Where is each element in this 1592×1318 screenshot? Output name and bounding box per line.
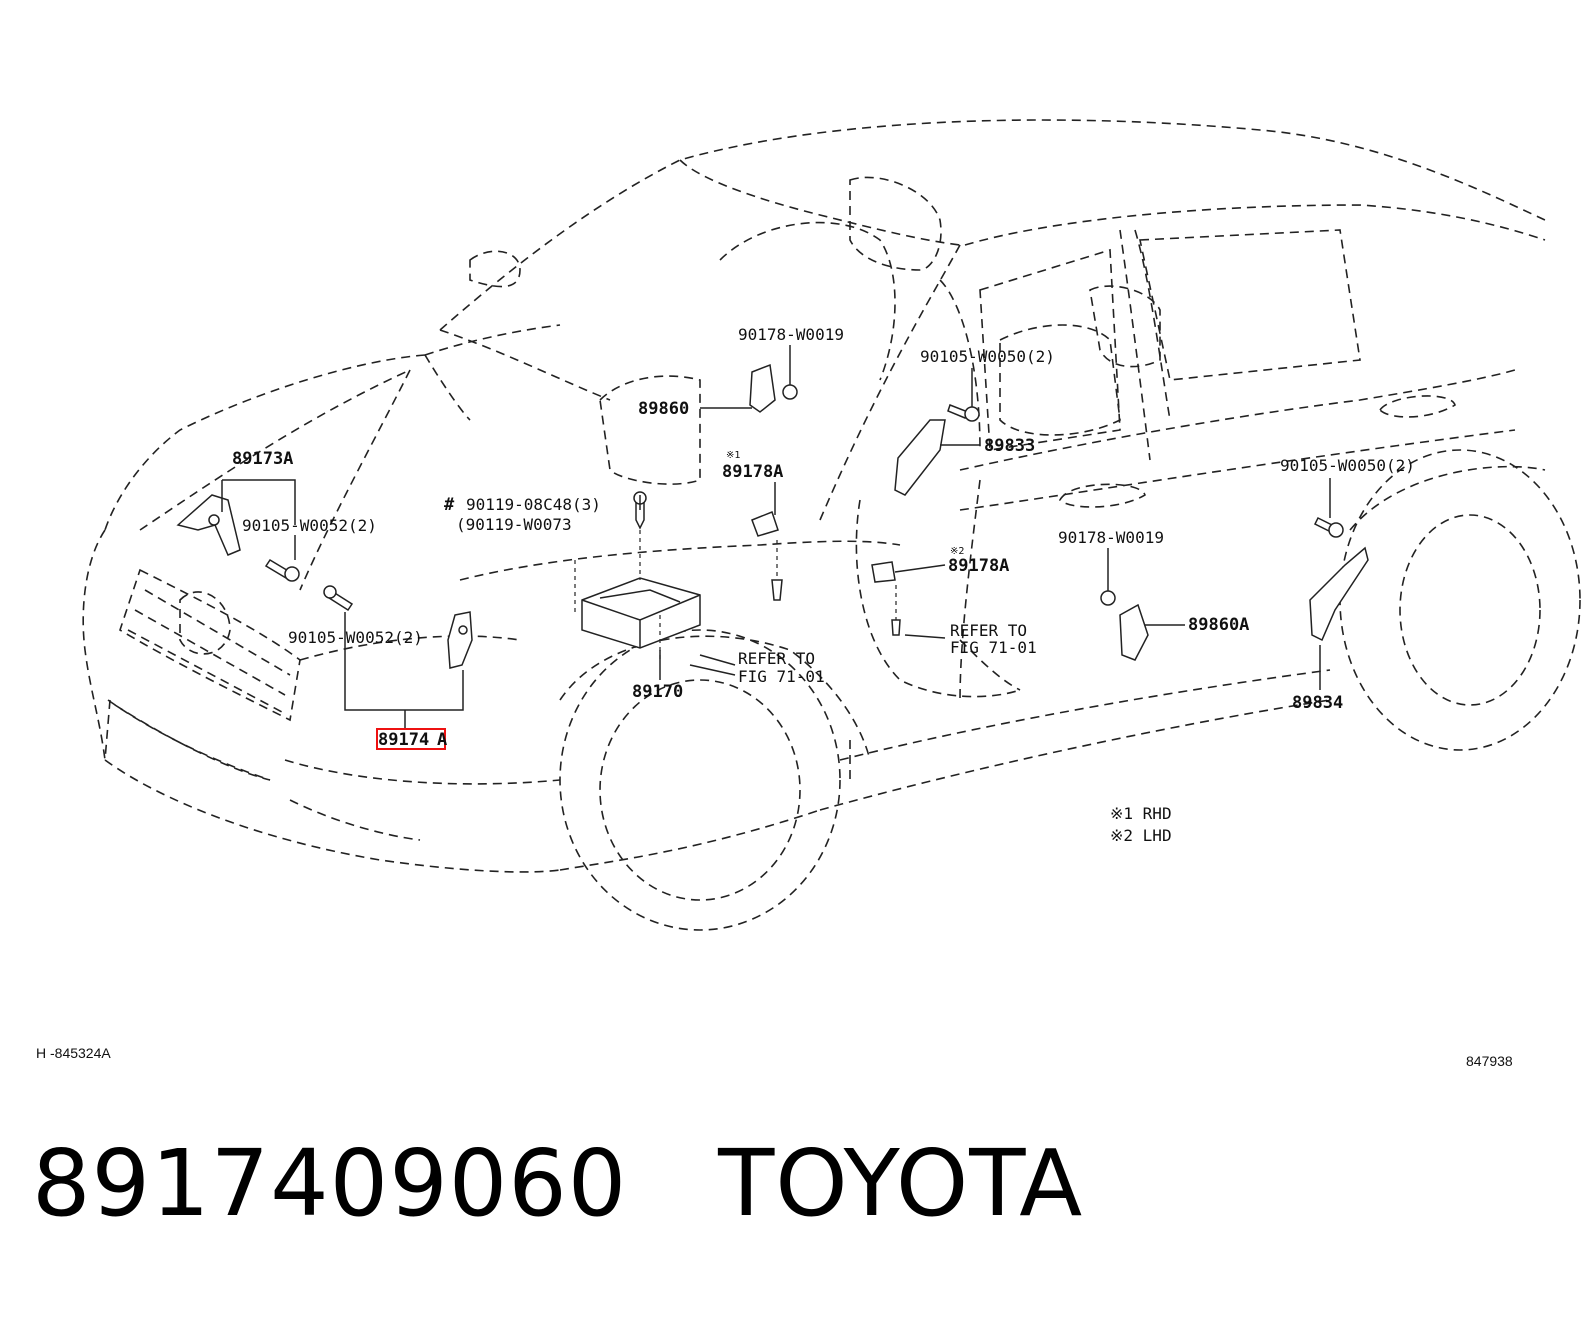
- hash-mark: #: [444, 495, 455, 515]
- nut-icon: [1100, 590, 1116, 606]
- callout-89170: 89170: [632, 682, 683, 702]
- callout-90105-w0052-upper: 90105-W0052(2): [242, 516, 377, 535]
- callout-90105-w0050-rear: 90105-W0050(2): [1280, 456, 1415, 475]
- refer-to-label-front: REFER TO: [738, 649, 815, 668]
- sensor-89178a-rhd: [751, 511, 779, 537]
- callout-89833: 89833: [984, 436, 1035, 456]
- fig-reference-center: FIG 71-01: [950, 638, 1037, 657]
- fig-reference-front: FIG 71-01: [738, 667, 825, 686]
- highlight-box: [376, 728, 446, 750]
- sensor-bracket-89173a: [176, 494, 241, 556]
- sensor-89834: [1309, 546, 1369, 642]
- illustration-code-left: H -845324A: [36, 1045, 111, 1061]
- car-outline: [82, 119, 1581, 931]
- callout-90119-08c48: 90119-08C48(3): [466, 495, 601, 514]
- legend-lhd: ※2 LHD: [1110, 826, 1172, 845]
- callout-90105-w0052-lower: 90105-W0052(2): [288, 628, 423, 647]
- part-number: 8917409060: [32, 1130, 628, 1237]
- callout-89860a: 89860A: [1188, 615, 1249, 635]
- leader-lines: [221, 345, 1331, 728]
- legend-rhd: ※1 RHD: [1110, 804, 1172, 823]
- bolt-icon: [947, 404, 970, 419]
- sensor-89833: [894, 419, 946, 496]
- bolt-icon: [891, 619, 901, 636]
- callout-90178-w0019-upper: 90178-W0019: [738, 325, 844, 344]
- refer-to-label-center: REFER TO: [950, 621, 1027, 640]
- illustration-code-right: 847938: [1466, 1053, 1513, 1069]
- callout-90119-w0073: (90119-W0073: [456, 515, 572, 534]
- nut-icon: [782, 384, 798, 400]
- sensor-bracket-89174a: [447, 611, 473, 669]
- callout-89174-suffix: A: [437, 730, 447, 750]
- parts: [176, 363, 1369, 669]
- callout-89174-highlighted: 89174: [378, 730, 429, 750]
- callout-90105-w0050-center: 90105-W0050(2): [920, 347, 1055, 366]
- side-airbag-sensor-89860: [749, 363, 776, 413]
- callout-89178a-rhd: 89178A: [722, 462, 783, 482]
- sensor-89178a-lhd: [871, 561, 896, 583]
- callout-89834: 89834: [1292, 693, 1343, 713]
- callout-labels: 89173A 90105-W0052(2) 90105-W0052(2) 891…: [232, 325, 1415, 750]
- brand-name: TOYOTA: [718, 1130, 1084, 1237]
- rhd-mark: ※1: [726, 450, 740, 461]
- part-caption: 8917409060 TOYOTA: [32, 1130, 1083, 1237]
- callout-89860: 89860: [638, 399, 689, 419]
- side-airbag-sensor-89860a: [1119, 603, 1149, 661]
- callout-89173a: 89173A: [232, 449, 293, 469]
- callout-89178a-lhd: 89178A: [948, 556, 1009, 576]
- bolt-icon: [771, 579, 783, 601]
- lhd-mark: ※2: [950, 546, 964, 557]
- callout-90178-w0019-lower: 90178-W0019: [1058, 528, 1164, 547]
- legend: ※1 RHD ※2 LHD: [1110, 804, 1172, 845]
